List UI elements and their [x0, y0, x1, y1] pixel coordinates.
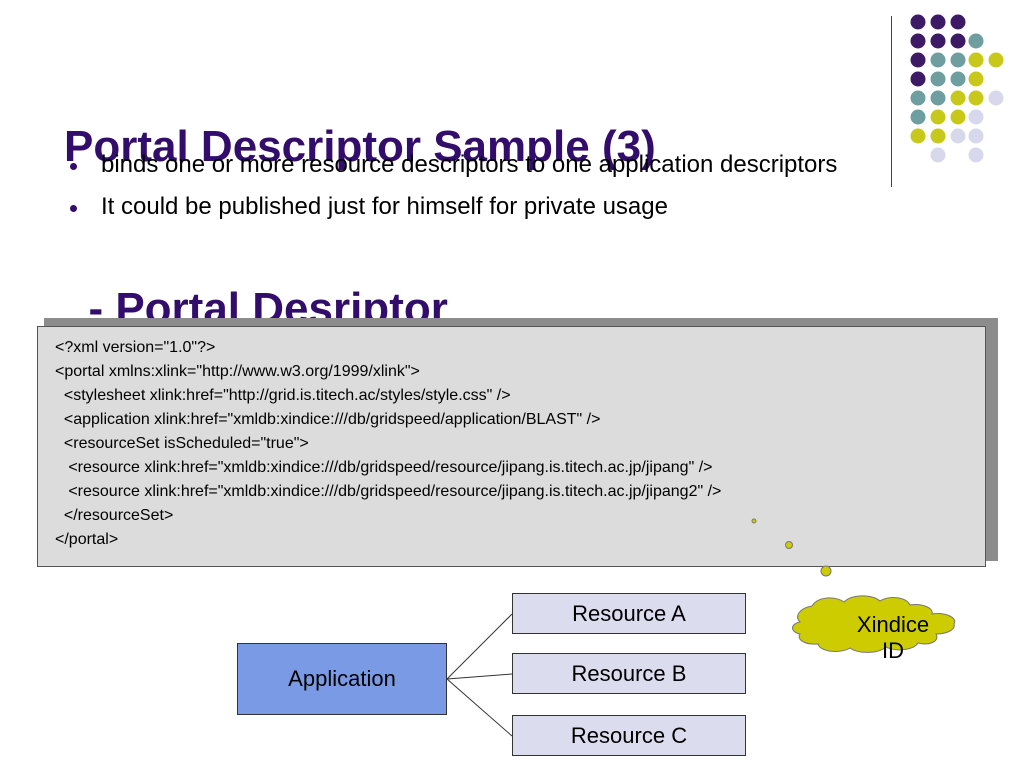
decorative-dot [968, 128, 984, 144]
callout-bubble-small [751, 518, 757, 524]
decorative-dot [910, 90, 926, 106]
decorative-dot [930, 109, 946, 125]
decorative-dot [910, 71, 926, 87]
callout-line-1: Xindice [856, 612, 930, 637]
connector-b [446, 673, 513, 680]
bullet-item: binds one or more resource descriptors t… [70, 150, 850, 180]
decorative-dot [910, 128, 926, 144]
decorative-dot [930, 71, 946, 87]
decorative-dot [950, 71, 966, 87]
resource-a-box: Resource A [512, 593, 746, 634]
decorative-dot [930, 147, 946, 163]
decorative-dot-grid [910, 14, 1004, 163]
code-line: <application xlink:href="xmldb:xindice:/… [55, 411, 601, 428]
decorative-dot [910, 109, 926, 125]
xindice-id-label: Xindice ID [838, 612, 948, 664]
code-line: <resource xlink:href="xmldb:xindice:///d… [55, 459, 713, 476]
decorative-dot [930, 128, 946, 144]
decorative-dot [910, 52, 926, 68]
application-box: Application [237, 643, 447, 715]
decorative-dot [950, 33, 966, 49]
title-line-1: Portal Descriptor Sample (3) [64, 122, 656, 171]
code-line: <portal xmlns:xlink="http://www.w3.org/1… [55, 363, 420, 380]
bullet-item: It could be published just for himself f… [70, 192, 850, 222]
decorative-dot [930, 33, 946, 49]
callout-line-2: ID [882, 638, 904, 663]
decorative-dot [968, 147, 984, 163]
decorative-dot [930, 90, 946, 106]
code-line: <resource xlink:href="xmldb:xindice:///d… [55, 483, 722, 500]
connector-c [446, 678, 513, 737]
decorative-dot [968, 71, 984, 87]
decorative-dot [950, 109, 966, 125]
callout-bubble-medium [785, 541, 793, 549]
title-divider [891, 16, 892, 187]
decorative-dot [910, 14, 926, 30]
code-line: <resourceSet isScheduled="true"> [55, 435, 309, 452]
decorative-dot [968, 90, 984, 106]
decorative-dot [950, 52, 966, 68]
decorative-dot [950, 14, 966, 30]
xml-code-box: <?xml version="1.0"?> <portal xmlns:xlin… [37, 326, 986, 567]
decorative-dot [988, 52, 1004, 68]
code-line: </resourceSet> [55, 507, 174, 524]
connector-a [446, 613, 513, 680]
decorative-dot [968, 109, 984, 125]
decorative-dot [930, 52, 946, 68]
resource-b-box: Resource B [512, 653, 746, 694]
code-line: <?xml version="1.0"?> [55, 339, 216, 356]
decorative-dot [950, 90, 966, 106]
bullet-list: binds one or more resource descriptors t… [70, 150, 850, 234]
decorative-dot [968, 52, 984, 68]
decorative-dot [988, 90, 1004, 106]
callout-bubble-large [820, 565, 832, 577]
decorative-dot [910, 33, 926, 49]
decorative-dot [930, 14, 946, 30]
decorative-dot [950, 128, 966, 144]
code-line: </portal> [55, 531, 119, 548]
xindice-cloud [792, 595, 956, 653]
code-line: <stylesheet xlink:href="http://grid.is.t… [55, 387, 511, 404]
decorative-dot [968, 33, 984, 49]
resource-c-box: Resource C [512, 715, 746, 756]
